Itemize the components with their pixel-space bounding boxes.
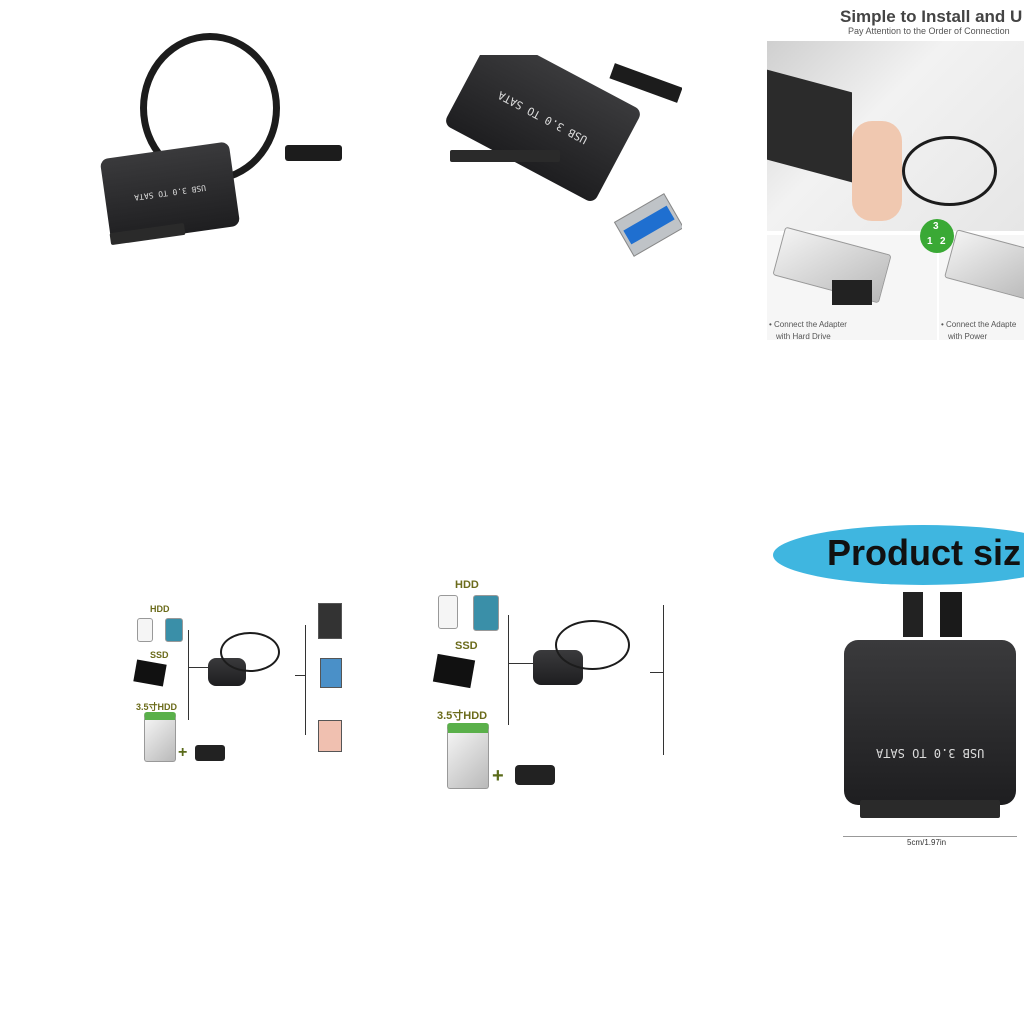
caption-step2: • Connect the Adapte <box>941 320 1017 329</box>
dimension-line <box>843 836 1017 837</box>
plus-sign: + <box>492 765 504 787</box>
hdd-icon <box>165 618 183 642</box>
power-adapter-icon <box>515 765 555 785</box>
compatibility-diagram-large[interactable]: HDD SSD 3.5寸HDD + <box>430 575 682 800</box>
label-ssd: SSD <box>455 640 478 652</box>
ssd-icon <box>432 653 476 689</box>
caption-step2-line2: with Power <box>948 332 988 341</box>
product-image-adapter-closeup[interactable]: USB 3.0 TO SATA <box>440 55 682 280</box>
tablet-icon <box>318 720 342 752</box>
guide-subtitle: Pay Attention to the Order of Connection <box>848 26 1010 36</box>
photo-laptop-connection <box>767 41 1024 231</box>
phone-icon <box>318 603 342 639</box>
laptop-icon <box>320 658 342 688</box>
step-badge: 3 1 2 <box>920 219 954 253</box>
dimension-label: 5cm/1.97in <box>907 838 947 847</box>
sata-connector <box>860 800 1000 818</box>
compatibility-diagram-small[interactable]: HDD SSD 3.5寸HDD + <box>130 600 342 780</box>
ssd-icon <box>133 659 167 687</box>
installation-guide-image[interactable]: Simple to Install and U Pay Attention to… <box>767 0 1024 345</box>
label-hdd: HDD <box>150 604 170 614</box>
label-hdd35: 3.5寸HDD <box>136 702 178 712</box>
usb-cable <box>940 592 962 637</box>
cable <box>609 63 682 103</box>
label-ssd: SSD <box>150 650 169 660</box>
power-cable <box>903 592 923 637</box>
label-hdd: HDD <box>455 579 479 591</box>
photo-power <box>939 229 1024 340</box>
photo-hard-drive <box>767 226 937 340</box>
power-adapter-icon <box>195 745 225 761</box>
label-hdd35: 3.5寸HDD <box>437 710 488 722</box>
caption-step1: • Connect the Adapter <box>769 320 847 329</box>
product-size-banner <box>773 525 1024 585</box>
hdd-icon <box>137 618 153 642</box>
plus-sign: + <box>178 744 188 761</box>
hdd-icon <box>473 595 499 631</box>
product-image-adapter-cable[interactable]: USB 3.0 TO SATA <box>95 25 342 280</box>
sata-connector <box>450 150 560 162</box>
caption-step1-line2: with Hard Drive <box>776 332 831 341</box>
product-size-image[interactable]: Product siz USB 3.0 TO SATA 5cm/1.97in <box>770 520 1024 850</box>
adapter-body: USB 3.0 TO SATA <box>844 640 1016 805</box>
hdd-icon <box>438 595 458 629</box>
hdd35-icon <box>447 723 489 789</box>
usb-plug <box>285 145 342 161</box>
guide-title: Simple to Install and U <box>840 7 1023 26</box>
hdd35-icon <box>144 712 176 762</box>
usb-plug <box>613 193 682 257</box>
banner-text: Product siz <box>827 532 1022 573</box>
